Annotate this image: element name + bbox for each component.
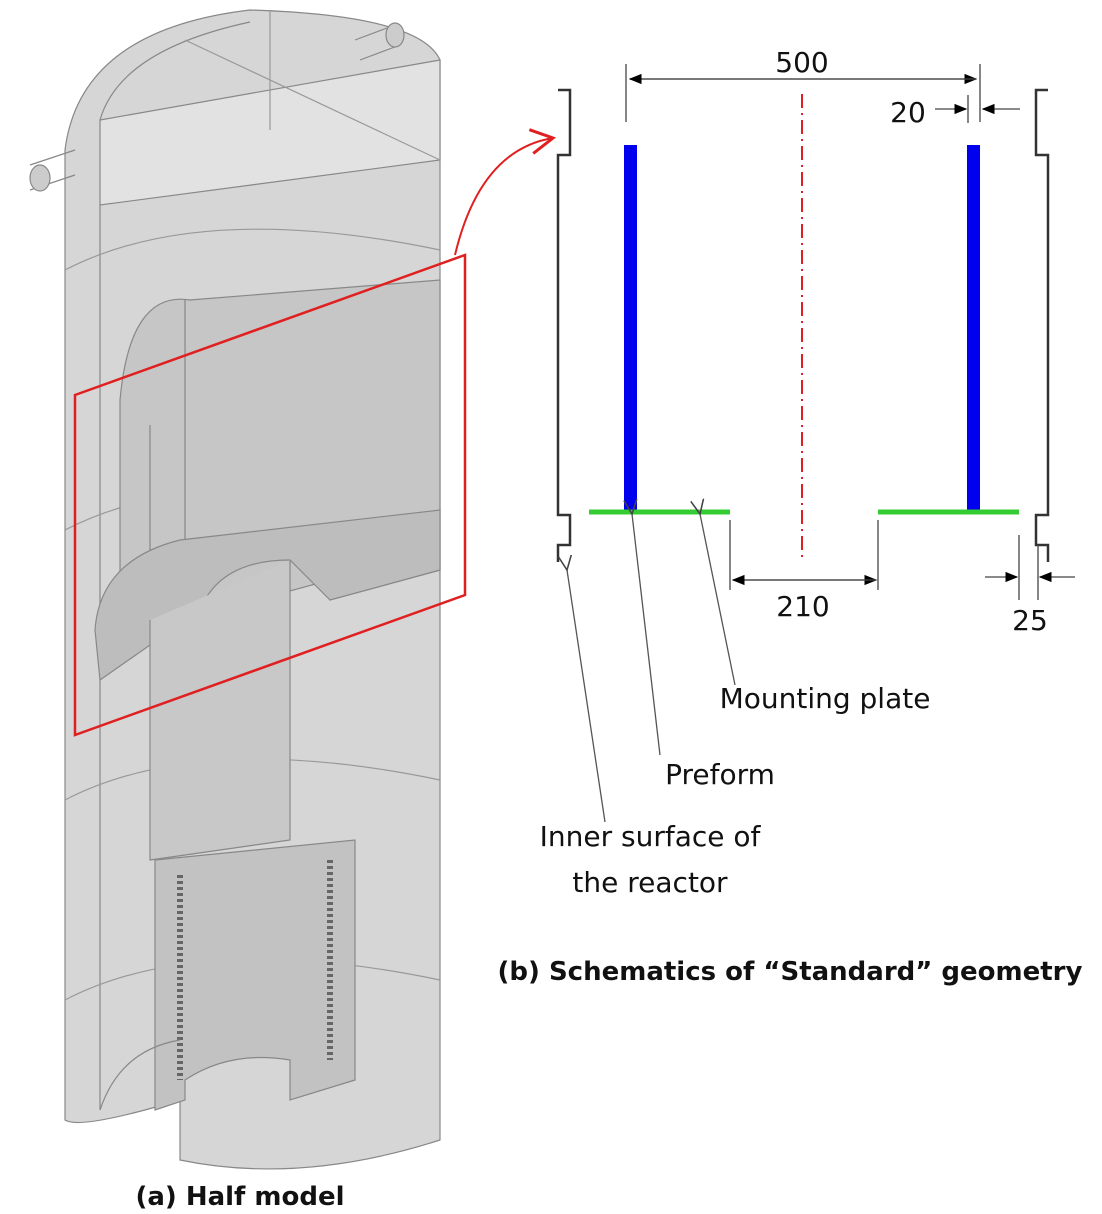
dim-500: 500	[775, 46, 828, 79]
callout-arrow	[454, 128, 557, 256]
label-preform: Preform	[665, 758, 775, 791]
reactor-wall-right	[1034, 88, 1050, 562]
caption-a: (a) Half model	[135, 1182, 344, 1212]
section-plane-highlight	[73, 253, 467, 737]
preform-right	[967, 145, 980, 512]
dimension-lines	[567, 64, 1075, 823]
half-model-3d	[29, 9, 441, 1170]
caption-b: (b) Schematics of “Standard” geometry	[498, 957, 1083, 987]
reactor-wall-left	[556, 88, 572, 562]
dim-20: 20	[890, 96, 926, 129]
preform-left	[624, 145, 637, 512]
dim-210: 210	[776, 590, 829, 623]
label-inner-surface-2: the reactor	[572, 866, 728, 899]
label-mounting-plate: Mounting plate	[720, 682, 931, 715]
dim-25: 25	[1012, 604, 1048, 637]
label-inner-surface-1: Inner surface of	[540, 820, 762, 853]
